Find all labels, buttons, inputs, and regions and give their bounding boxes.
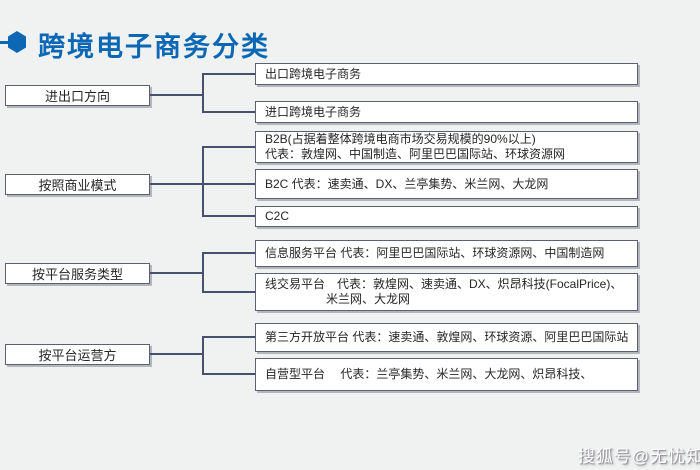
connector-line [202,73,255,75]
node-self-operated-platform: 自营型平台 代表：兰亭集势、米兰网、大龙网、炽昂科技、 [255,358,638,391]
node-c2c: C2C [255,206,638,227]
node-import-ecommerce: 进口跨境电子商务 [255,101,638,123]
category-label: 按平台服务类型 [31,267,123,282]
category-label: 按平台运营方 [38,348,117,363]
connector-line [202,336,255,338]
connector-line [150,353,203,355]
node-b2b: B2B(占据着整体跨境电商市场交易规模的90%以上) 代表：敦煌网、中国制造、阿… [255,131,638,163]
connector-line [202,291,255,293]
category-box-direction: 进出口方向 [5,85,150,106]
connector-line [202,146,255,148]
watermark: 搜狐号@无忧知 [577,447,700,466]
node-text-line2: 代表：敦煌网、中国制造、阿里巴巴国际站、环球资源网 [265,147,566,161]
connector-line [150,94,203,96]
connector-line [202,252,255,254]
page-title: 跨境电子商务分类 [38,32,270,62]
connector-line [202,373,255,375]
node-third-party-open-platform: 第三方开放平台 代表：速卖通、敦煌网、环球资源、阿里巴巴国际站 [255,323,638,352]
category-label: 进出口方向 [44,89,110,104]
connector-line [202,146,204,217]
category-box-service-type: 按平台服务类型 [5,263,150,284]
title-leader-line [0,41,9,44]
node-text: 自营型平台 代表：兰亭集势、米兰网、大龙网、炽昂科技、 [265,367,593,381]
connector-line [150,183,203,185]
node-text-line2: 米兰网、大龙网 [326,292,411,306]
node-b2c: B2C 代表：速卖通、DX、兰亭集势、米兰网、大龙网 [255,169,638,199]
connector-line [202,252,204,293]
connector-line [202,111,255,113]
node-text: B2B(占据着整体跨境电商市场交易规模的90%以上) [265,132,536,146]
node-online-trade-platform: 线交易平台 代表：敦煌网、速卖通、DX、炽昂科技(FocalPrice)、 米兰… [255,273,638,311]
node-text: 出口跨境电子商务 [265,66,362,81]
node-text: B2C 代表：速卖通、DX、兰亭集势、米兰网、大龙网 [265,176,549,191]
connector-line [202,336,204,375]
node-text: 进口跨境电子商务 [265,104,362,119]
connector-line [202,215,255,217]
node-text: 线交易平台 代表：敦煌网、速卖通、DX、炽昂科技(FocalPrice)、 [265,277,623,291]
node-text: C2C [265,209,290,223]
category-box-business-model: 按照商业模式 [5,174,150,195]
category-box-operator: 按平台运营方 [5,344,150,365]
category-label: 按照商业模式 [38,178,117,193]
node-export-ecommerce: 出口跨境电子商务 [255,63,638,85]
node-info-service-platform: 信息服务平台 代表：阿里巴巴国际站、环球资源网、中国制造网 [255,240,638,267]
hexagon-bullet-icon [8,31,26,53]
connector-line [150,272,203,274]
node-text: 信息服务平台 代表：阿里巴巴国际站、环球资源网、中国制造网 [265,246,605,260]
node-text: 第三方开放平台 代表：速卖通、敦煌网、环球资源、阿里巴巴国际站 [265,330,629,344]
connector-line [202,73,204,113]
connector-line [202,183,255,185]
